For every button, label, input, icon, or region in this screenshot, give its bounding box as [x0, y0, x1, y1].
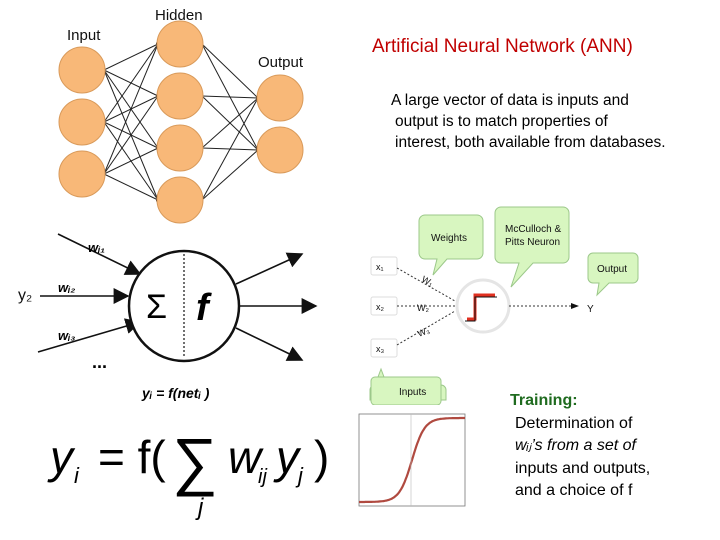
output-arrowhead: [571, 303, 579, 309]
weights-bubble: [418, 214, 484, 276]
ellipsis: ...: [92, 352, 107, 372]
output-bubble-label: Output: [597, 264, 627, 275]
neuron-bubble-line: Pitts Neuron: [505, 237, 560, 248]
network-edge: [201, 95, 259, 99]
connection-line: [396, 310, 456, 346]
training-line: inputs and outputs,: [515, 459, 651, 477]
output-node: [256, 74, 304, 122]
weight-label: wᵢ₃: [58, 328, 75, 343]
y-output-label: Y: [587, 304, 594, 315]
hidden-node: [156, 124, 204, 172]
formula-eq: = f(: [98, 431, 166, 483]
formula-close: ): [314, 431, 329, 483]
neuron-equation: yᵢ = f(netᵢ ): [141, 385, 210, 401]
w2-label: W₂: [417, 303, 429, 313]
sigmoid-curve: [359, 416, 465, 504]
formula-lhs-subscript: i: [74, 463, 80, 488]
hidden-layer-label: Hidden: [155, 7, 203, 24]
weights-bubble-label: Weights: [431, 233, 467, 244]
connection-line: [396, 267, 456, 302]
output-arrow: [235, 327, 304, 361]
network-edge: [201, 149, 259, 201]
network-edge: [201, 97, 259, 201]
input-arrow: [57, 233, 142, 275]
output-layer-label: Output: [258, 54, 304, 71]
training-line: Determination of: [515, 414, 633, 432]
neuron-bubble-line: McCulloch &: [505, 224, 561, 235]
network-edge: [103, 147, 159, 175]
activation-f-symbol: f: [196, 287, 212, 329]
w3-label: W₃: [416, 325, 431, 339]
hidden-node: [156, 176, 204, 224]
formula-sum-symbol: ∑: [172, 425, 218, 497]
description-line: interest, both available from databases.: [395, 134, 666, 151]
network-edge: [103, 95, 159, 175]
input-arrow: [37, 318, 142, 353]
hidden-node: [156, 20, 204, 68]
weight-label: wᵢ₂: [58, 280, 75, 295]
network-edge: [103, 43, 159, 71]
description-line: output is to match properties of: [395, 113, 608, 130]
description-text: A large vector of data is inputs and out…: [391, 90, 691, 153]
x3-label: x₃: [376, 344, 385, 354]
w1-label: W₁: [420, 274, 435, 288]
input-node: [58, 150, 106, 198]
formula-w: w: [228, 431, 264, 483]
neuron-bubble: [494, 206, 570, 288]
formula-y-subscript: j: [295, 463, 304, 488]
network-edge: [103, 43, 159, 175]
formula-sum-index: j: [195, 494, 204, 521]
description-line: A large vector of data is inputs and: [391, 92, 629, 109]
x2-node: [370, 296, 398, 316]
network-edge: [103, 43, 159, 123]
training-line: and a choice of f: [515, 482, 633, 499]
x3-node: [370, 338, 398, 358]
hidden-node: [156, 72, 204, 120]
feedforward-network-diagram: Input Hidden Output: [58, 7, 304, 224]
mcculloch-pitts-diagram: Weights McCulloch & Pitts Neuron Output …: [369, 206, 639, 405]
weight-label: wᵢ₁: [88, 240, 105, 255]
neuron-diagram: wᵢ₁ wᵢ₂ wᵢ₃ y₂ ... Σ f yᵢ = f(netᵢ ): [18, 233, 318, 401]
inputs-bubble-label: Inputs: [399, 387, 426, 398]
sum-symbol: Σ: [146, 288, 167, 326]
threshold-neuron: [455, 278, 511, 334]
x2-label: x₂: [376, 302, 385, 312]
formula-lhs: y: [47, 431, 76, 483]
input-node: [58, 98, 106, 146]
training-heading: Training:: [510, 392, 578, 409]
output-node: [256, 126, 304, 174]
formula-y: y: [273, 431, 302, 483]
network-edge: [201, 43, 259, 99]
output-arrow: [235, 252, 304, 285]
y2-label: y₂: [18, 287, 32, 304]
input-layer-label: Input: [67, 27, 101, 44]
network-nodes: [58, 20, 304, 224]
slide-title: Artificial Neural Network (ANN): [372, 36, 633, 57]
network-edge: [103, 173, 159, 201]
training-line: wᵢⱼ’s from a set of: [515, 437, 636, 454]
output-bubble: [587, 252, 639, 297]
formula-w-subscript: ij: [258, 466, 267, 488]
input-node: [58, 46, 106, 94]
training-text: Training: Determination of wᵢⱼ’s from a …: [510, 390, 710, 503]
x1-label: x₁: [376, 262, 384, 272]
x1-node: [370, 256, 398, 276]
summation-formula: y i = f( ∑ j w ij y j ): [47, 425, 329, 521]
network-edge: [201, 97, 259, 149]
sigmoid-plot: [358, 413, 466, 507]
